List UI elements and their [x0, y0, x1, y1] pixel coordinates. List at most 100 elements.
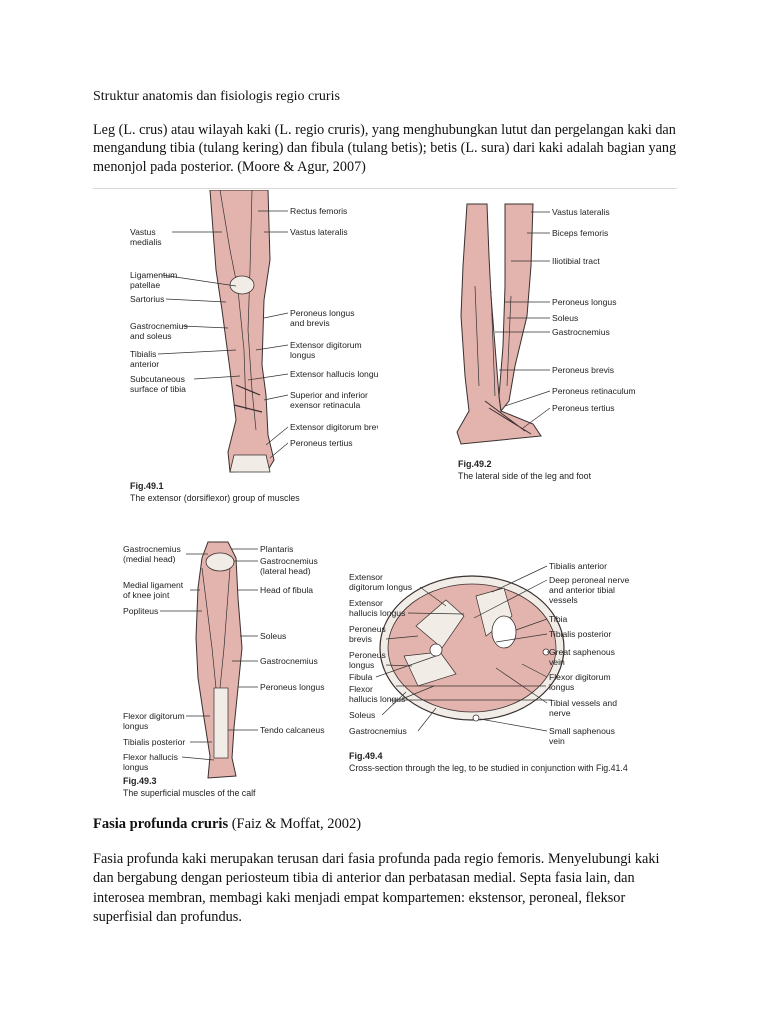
figure-49-3-illustration: Gastrocnemius(medial head) Medial ligame… — [123, 541, 325, 798]
label-sartorius: Sartorius — [130, 294, 164, 304]
label-gastrocnemius-4: Gastrocnemius — [349, 726, 407, 736]
fig1-right-labels: Rectus femoris Vastus lateralis Peroneus… — [247, 206, 378, 459]
section-divider — [93, 188, 677, 189]
fascia-paragraph: Fasia profunda kaki merupakan terusan da… — [93, 851, 660, 926]
label-peroneus-longus-2: Peroneus longus — [552, 297, 617, 307]
label-extensor-digitorum-longus: Extensor digitorum — [290, 340, 362, 350]
label-peroneus-brevis-4: Peroneus — [349, 624, 386, 634]
svg-text:Gastrocnemius(medial head): Gastrocnemius(medial head) — [123, 544, 181, 564]
fig2-caption: The lateral side of the leg and foot — [458, 471, 592, 481]
label-biceps-femoris: Biceps femoris — [552, 228, 608, 238]
label-extensor-hallucis-longus: Extensor hallucis longus — [290, 369, 378, 379]
label-extensor-retinacula: Superior and inferior — [290, 390, 368, 400]
label-flexor-digitorum-longus: Flexor digitorum — [123, 711, 185, 721]
label-flexor-digitorum-longus-4: Flexor digitorum — [549, 672, 611, 682]
label-tibialis-anterior: Tibialis — [130, 349, 156, 359]
label-gastrocnemius-3: Gastrocnemius — [260, 656, 318, 666]
label-popliteus: Popliteus — [123, 606, 158, 616]
label-gastrocnemius-2: Gastrocnemius — [552, 327, 610, 337]
label-vastus-medialis: Vastus — [130, 227, 156, 237]
label-gastrocnemius-lateral-head: Gastrocnemius — [260, 556, 318, 566]
label-peroneus-longus-4: Peroneus — [349, 650, 386, 660]
fig3-caption: The superficial muscles of the calf — [123, 788, 256, 798]
label-tibialis-posterior-4: Tibialis posterior — [549, 629, 611, 639]
label-soleus-3: Soleus — [260, 631, 286, 641]
label-small-saphenous-vein: Small saphenous — [549, 726, 615, 736]
page-title: Struktur anatomis dan fisiologis regio c… — [93, 89, 340, 104]
label-deep-peroneal-nerve: Deep peroneal nerve — [549, 575, 629, 585]
figure-49-2-illustration: Vastus lateralis Biceps femoris Iliotibi… — [456, 203, 636, 481]
label-subcutaneous-tibia: Subcutaneous — [130, 374, 185, 384]
label-tendo-calcaneus: Tendo calcaneus — [260, 725, 325, 735]
label-plantaris: Plantaris — [260, 544, 293, 554]
label-peroneus-longus-brevis: Peroneus longus — [290, 308, 355, 318]
label-ligamentum-patellae: Ligamentum — [130, 270, 177, 280]
label-vastus-lateralis: Vastus lateralis — [290, 227, 348, 237]
label-peroneus-tertius-2: Peroneus tertius — [552, 403, 615, 413]
intro-paragraph: Leg (L. crus) atau wilayah kaki (L. regi… — [93, 122, 677, 175]
label-head-of-fibula: Head of fibula — [260, 585, 313, 595]
label-great-saphenous-vein: Great saphenous — [549, 647, 615, 657]
fig3-number: Fig.49.3 — [123, 776, 157, 786]
fig1-caption: The extensor (dorsiflexor) group of musc… — [130, 493, 300, 503]
label-soleus-2: Soleus — [552, 313, 578, 323]
label-tibia: Tibia — [549, 614, 568, 624]
figure-49-2: Vastus lateralis Biceps femoris Iliotibi… — [455, 196, 655, 490]
label-extensor-hallucis-longus-4: Extensor — [349, 598, 383, 608]
heading-bold: Fasia profunda cruris — [93, 816, 229, 832]
fig3-left-labels: Gastrocnemius(medial head) Medial ligame… — [123, 544, 215, 772]
label-fibula: Fibula — [349, 672, 373, 682]
label-tibialis-anterior-4: Tibialis anterior — [549, 561, 607, 571]
fig4-number: Fig.49.4 — [349, 751, 383, 761]
fig2-number: Fig.49.2 — [458, 459, 492, 469]
label-extensor-digitorum-brevis: Extensor digitorum brevis — [290, 422, 378, 432]
label-tibial-vessels-nerve: Tibial vessels and — [549, 698, 617, 708]
label-iliotibial-tract: Iliotibial tract — [552, 256, 600, 266]
label-flexor-hallucis-longus: Flexor hallucis — [123, 752, 178, 762]
label-extensor-digitorum-longus-4: Extensor — [349, 572, 383, 582]
label-soleus-4: Soleus — [349, 710, 375, 720]
fig1-number: Fig.49.1 — [130, 481, 164, 491]
label-peroneus-tertius: Peroneus tertius — [290, 438, 353, 448]
label-peroneus-brevis-2: Peroneus brevis — [552, 365, 614, 375]
label-tibialis-posterior: Tibialis posterior — [123, 737, 185, 747]
label-peroneus-retinaculum: Peroneus retinaculum — [552, 386, 636, 396]
section-heading: Fasia profunda cruris (Faiz & Moffat, 20… — [93, 815, 682, 833]
label-flexor-hallucis-longus-4: Flexor — [349, 684, 373, 694]
heading-citation: (Faiz & Moffat, 2002) — [228, 816, 362, 832]
fig3-right-labels: Plantaris Gastrocnemius(lateral head) He… — [228, 544, 325, 735]
fig4-caption: Cross-section through the leg, to be stu… — [349, 763, 628, 773]
svg-text:Gastrocnemius(lateral head): Gastrocnemius(lateral head) — [260, 556, 318, 576]
label-rectus-femoris: Rectus femoris — [290, 206, 347, 216]
label-peroneus-longus-3: Peroneus longus — [260, 682, 325, 692]
label-medial-ligament-knee: Medial ligament — [123, 580, 184, 590]
